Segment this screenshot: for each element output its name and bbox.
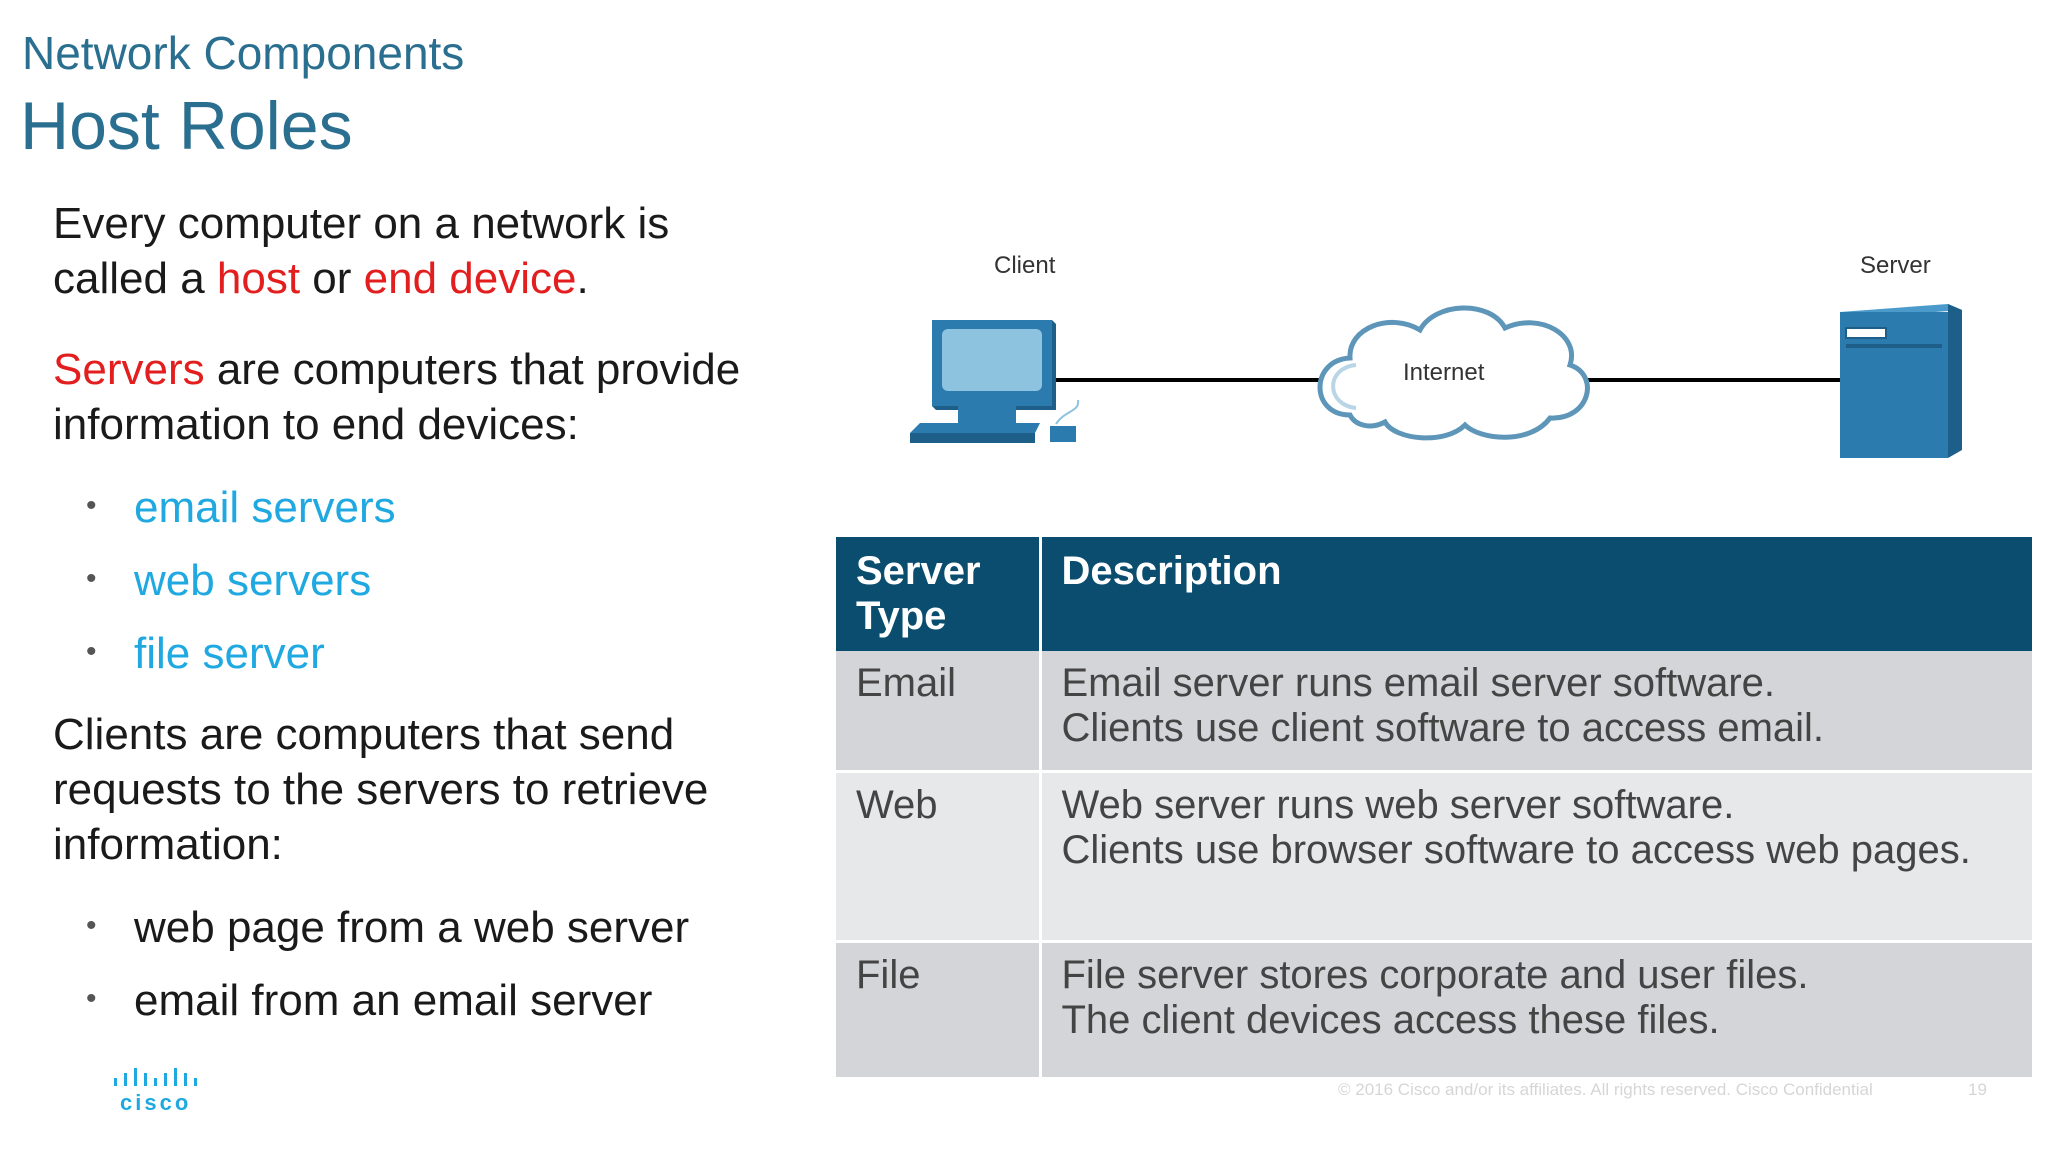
bullet-text: file server — [134, 629, 325, 678]
server-type-cell: File — [836, 939, 1040, 1077]
server-type-cell: Email — [836, 651, 1040, 771]
description-line: Clients use client software to access em… — [1061, 706, 1825, 750]
internet-cloud-icon — [1317, 305, 1590, 441]
bullet-icon: • — [86, 489, 97, 522]
description-line: Clients use browser software to access w… — [1061, 827, 1971, 872]
clients-line-1: Clients are computers that send — [53, 710, 675, 759]
server-type-cell: Web — [836, 769, 1040, 941]
clients-paragraph: Clients are computers that send requests… — [53, 707, 708, 872]
servers-term: Servers — [53, 345, 205, 394]
description-line: Email server runs email server software. — [1061, 661, 1776, 705]
clients-line-3: information: — [53, 820, 283, 869]
description-line: File server stores corporate and user fi… — [1061, 952, 1809, 997]
description-cell: File server stores corporate and user fi… — [1038, 939, 2032, 1077]
copyright-text: © 2016 Cisco and/or its affiliates. All … — [1338, 1080, 1873, 1099]
cisco-logo: cisco — [114, 1068, 197, 1115]
server-type-table: Server Type Description Email Email serv… — [836, 537, 2032, 1077]
end-device-term: end device — [363, 254, 577, 303]
intro-line-1: Every computer on a network is — [53, 199, 670, 248]
table-row: File File server stores corporate and us… — [836, 939, 2032, 1077]
bullet-text: web page from a web server — [134, 903, 690, 952]
servers-text: are computers that provide — [204, 345, 741, 394]
network-diagram: Client Server Internet — [910, 252, 1962, 458]
table-row: Email Email server runs email server sof… — [836, 651, 2032, 771]
bullet-icon: • — [86, 562, 97, 595]
section-title: Network Components — [22, 27, 465, 79]
intro-period: . — [576, 254, 589, 303]
servers-line-1: Servers are computers that provide — [53, 342, 740, 397]
description-line: The client devices access these files. — [1061, 997, 1720, 1042]
description-cell: Web server runs web server software. Cli… — [1038, 769, 2032, 941]
bullet-icon: • — [86, 982, 97, 1015]
description-cell: Email server runs email server software.… — [1038, 651, 2032, 771]
page-number: 19 — [1968, 1080, 1987, 1099]
page-title: Host Roles — [20, 88, 353, 164]
host-term: host — [216, 254, 301, 303]
bullet-icon: • — [86, 635, 97, 668]
logo-wordmark: cisco — [120, 1090, 191, 1115]
internet-label: Internet — [1403, 359, 1485, 386]
intro-text: called a — [53, 254, 217, 303]
servers-line-2: information to end devices: — [53, 400, 579, 449]
client-label: Client — [994, 252, 1056, 279]
client-computer-icon — [910, 320, 1080, 443]
table-row: Web Web server runs web server software.… — [836, 769, 2032, 941]
intro-paragraph: Every computer on a network is called a … — [53, 196, 669, 306]
bullet-text: email from an email server — [134, 976, 653, 1025]
header-server-type: Server Type — [836, 537, 1040, 651]
bullet-text: web servers — [134, 556, 372, 605]
intro-line-2: called a host or end device. — [53, 251, 669, 306]
servers-paragraph: Servers are computers that provide infor… — [53, 342, 740, 452]
table-header-row: Server Type Description — [836, 537, 2032, 651]
header-description: Description — [1038, 537, 2032, 651]
description-line: Web server runs web server software. — [1061, 782, 1735, 827]
server-tower-icon — [1840, 304, 1962, 458]
clients-line-2: requests to the servers to retrieve — [53, 765, 709, 814]
bullet-text: email servers — [134, 483, 396, 532]
server-label: Server — [1860, 252, 1931, 279]
intro-or: or — [300, 254, 364, 303]
bullet-icon: • — [86, 909, 97, 942]
